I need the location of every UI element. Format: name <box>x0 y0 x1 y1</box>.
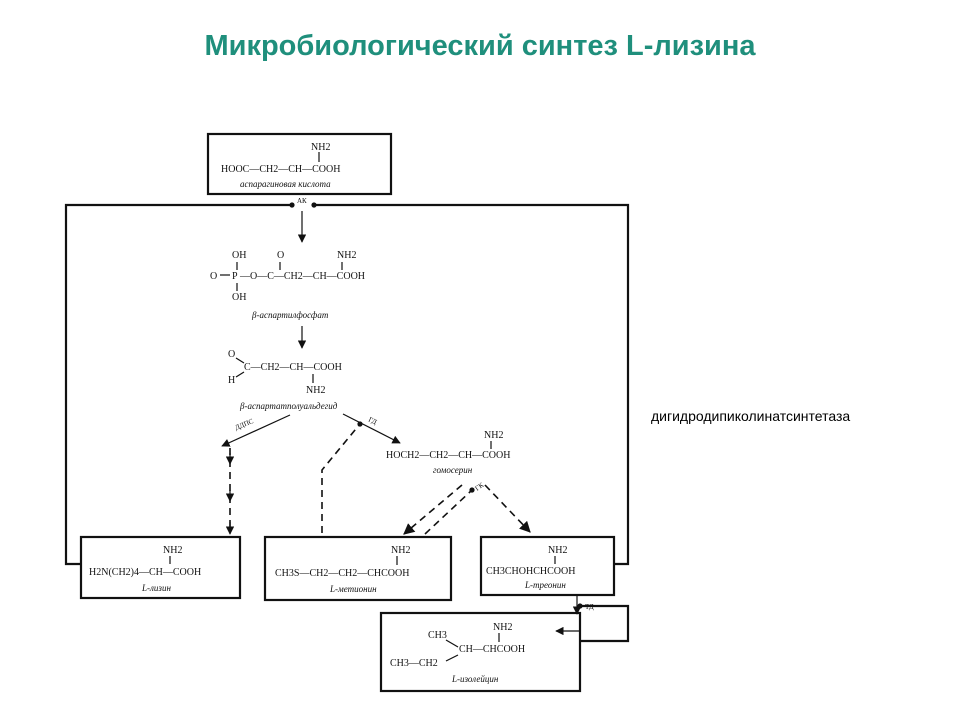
lysine-nh2: NH2 <box>163 545 182 556</box>
phosphate-nh2: NH2 <box>337 250 356 261</box>
isoleucine-feedback-line <box>580 604 630 643</box>
homoserine-formula: HOCH2—CH2—CH—COOH <box>386 450 510 461</box>
isoleucine-chain: CH—CHCOOH <box>459 644 525 655</box>
bond <box>445 639 459 648</box>
box-frame <box>79 535 242 600</box>
methionine-name: L-метионин <box>329 584 377 594</box>
enzyme-ak: АК <box>297 197 307 205</box>
inhibition-dot <box>311 202 317 208</box>
box-frame <box>206 132 393 196</box>
enzyme-dps: ДДПС <box>234 417 255 432</box>
aspartic-acid-box: NH2 HOOC—CH2—CH—COOH аспарагиновая кисло… <box>206 132 393 196</box>
phosphate-o: O <box>277 250 284 261</box>
aspartate-formula: HOOC—CH2—CH—COOH <box>221 164 340 175</box>
feedback-line-lysine <box>64 203 292 566</box>
lysine-name: L-лизин <box>141 583 171 593</box>
inhibition-dot <box>357 421 363 427</box>
arrow-to-homoserine <box>342 413 401 444</box>
lysine-box: NH2 H2N(CH2)4—CH—COOH L-лизин <box>79 535 242 600</box>
homoserine-name: гомосерин <box>433 465 473 475</box>
methionine-box: NH2 CH3S—CH2—CH2—CHCOOH L-метионин <box>263 535 453 602</box>
arrow-to-threonine <box>484 484 531 533</box>
lysine-formula: H2N(CH2)4—CH—COOH <box>89 567 201 578</box>
phosphate-oh-top: OH <box>232 250 246 261</box>
threonine-formula: CH3CHOHCHCOOH <box>486 566 575 577</box>
box-frame <box>263 535 453 602</box>
feedback-line-threonine <box>314 203 630 566</box>
bond <box>235 371 245 378</box>
isoleucine-name: L-изолейцин <box>451 674 499 684</box>
semialdehyde-name: β-аспартатполуальдегид <box>239 401 338 411</box>
arrow-to-lysine-branch <box>221 414 291 447</box>
semialdehyde-o: O <box>228 349 235 360</box>
methionine-nh2: NH2 <box>391 545 410 556</box>
phosphate-o-left: O <box>210 271 217 282</box>
inhibition-dot <box>289 202 295 208</box>
arrow-to-methionine <box>403 484 463 535</box>
aspartate-semialdehyde: O C—CH2—CH—COOH H NH2 β-аспартатполуальд… <box>228 349 342 411</box>
aspartate-name: аспарагиновая кислота <box>240 179 331 189</box>
aspartate-nh2: NH2 <box>311 142 330 153</box>
inhibition-dot <box>577 603 583 609</box>
box-frame <box>479 535 616 597</box>
threonine-feedback-dashed <box>424 489 473 535</box>
phosphate-p: P <box>232 271 238 282</box>
homoserine-nh2: NH2 <box>484 430 503 441</box>
enzyme-side-label: дигидродипиколинатсинтетаза <box>651 408 851 424</box>
inhibition-dot <box>469 487 475 493</box>
threonine-box: NH2 CH3CHOHCHCOOH L-треонин <box>479 535 616 597</box>
bond <box>445 654 459 662</box>
box-frame <box>379 611 582 693</box>
phosphate-name: β-аспартилфосфат <box>251 310 329 320</box>
isoleucine-ethyl: CH3—CH2 <box>390 658 438 669</box>
bond <box>235 357 245 364</box>
homoserine: NH2 HOCH2—CH2—CH—COOH гомосерин <box>386 430 510 475</box>
methionine-feedback <box>321 423 361 533</box>
semialdehyde-chain: C—CH2—CH—COOH <box>244 362 342 373</box>
isoleucine-ch3: CH3 <box>428 630 447 641</box>
threonine-nh2: NH2 <box>548 545 567 556</box>
slide-title: Микробиологический синтез L-лизина <box>204 30 756 62</box>
phosphate-chain: —O—C—CH2—CH—COOH <box>239 271 365 282</box>
phosphate-oh-bottom: OH <box>232 292 246 303</box>
isoleucine-box: CH3 NH2 CH—CHCOOH CH3—CH2 L-изолейцин <box>379 611 582 693</box>
threonine-name: L-треонин <box>524 580 566 590</box>
isoleucine-nh2: NH2 <box>493 622 512 633</box>
methionine-formula: CH3S—CH2—CH2—CHCOOH <box>275 568 409 579</box>
aspartyl-phosphate: OH O NH2 O P —O—C—CH2—CH—COOH OH β-аспар… <box>210 250 365 320</box>
semialdehyde-h: H <box>228 375 235 386</box>
enzyme-gk: ГК <box>474 481 486 493</box>
semialdehyde-nh2: NH2 <box>306 385 325 396</box>
enzyme-gd: ГД <box>367 416 378 427</box>
